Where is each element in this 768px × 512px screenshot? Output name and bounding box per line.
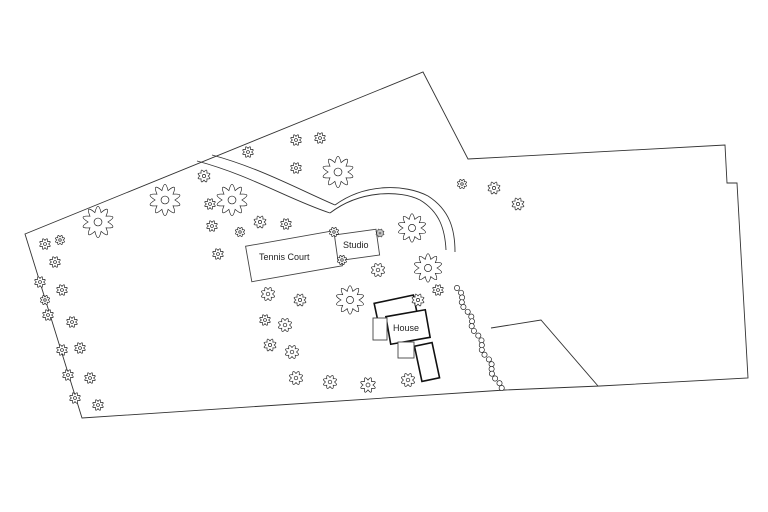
hedge-shrub	[458, 289, 464, 296]
hedge-shrub	[488, 361, 495, 368]
tree-icon	[285, 345, 299, 359]
tree-icon	[261, 287, 275, 301]
house-label: House	[393, 323, 419, 333]
tree-icon	[336, 285, 364, 315]
driveway-path-inner	[211, 154, 336, 206]
tree-icon	[62, 369, 74, 381]
drive-curve-inner	[334, 187, 456, 253]
tree-icon	[74, 342, 86, 354]
hedge-shrub	[460, 304, 467, 310]
tree-icon	[42, 309, 54, 321]
hedge-shrub	[498, 385, 505, 391]
hedge-shrub	[481, 351, 488, 358]
house-annex	[372, 317, 388, 341]
tennis-court-label: Tennis Court	[259, 252, 310, 262]
hedge-shrub	[459, 294, 466, 301]
tree-icon	[263, 338, 277, 352]
tree-icon	[401, 373, 415, 387]
tree-icon	[414, 253, 442, 283]
tree-icon	[69, 392, 81, 404]
tree-icon	[457, 179, 467, 189]
tree-icon	[40, 295, 50, 305]
tree-icon	[511, 197, 525, 211]
property-boundary	[24, 71, 749, 419]
hedge-shrub	[468, 313, 475, 320]
tree-icon	[149, 183, 181, 217]
hedge-shrub	[470, 327, 477, 334]
tree-icon	[49, 256, 61, 268]
hedge-shrub	[488, 370, 495, 377]
tree-icon	[197, 169, 211, 183]
tree-icon	[212, 248, 224, 260]
tree-icon	[290, 162, 302, 174]
tree-icon	[314, 132, 326, 144]
tree-icon	[92, 399, 104, 411]
tree-icon	[216, 183, 248, 217]
tree-icon	[259, 314, 271, 326]
hedge-shrub	[475, 332, 482, 339]
tree-icon	[329, 227, 339, 237]
tree-icon	[371, 263, 385, 277]
studio-label: Studio	[343, 240, 369, 250]
tree-icon	[235, 227, 245, 237]
tree-icon	[34, 276, 46, 288]
hedge-shrub	[485, 356, 492, 363]
tree-icon	[487, 181, 501, 195]
tree-icon	[293, 293, 307, 307]
hedge-shrub	[468, 323, 475, 330]
hedge-shrub	[469, 318, 475, 325]
tree-icon	[84, 372, 96, 384]
hedge-shrub	[478, 342, 485, 349]
house-terrace	[397, 341, 415, 359]
hedge-shrub	[464, 308, 471, 315]
tree-icon	[411, 293, 425, 307]
tree-icon	[206, 220, 218, 232]
hedge-row	[454, 285, 505, 391]
studio-building	[333, 228, 381, 262]
tree-icon	[39, 238, 51, 250]
tree-icon	[375, 228, 385, 238]
hedge-shrub	[478, 346, 485, 353]
drive-curve	[329, 193, 447, 251]
tree-icon	[56, 344, 68, 356]
tree-icon	[242, 146, 254, 158]
tree-icon	[290, 134, 302, 146]
house-main	[384, 308, 432, 346]
tree-icon	[360, 377, 376, 393]
tree-icon	[82, 205, 114, 239]
driveway-path	[196, 160, 331, 214]
parcel-line	[490, 319, 599, 387]
hedge-shrub	[454, 285, 460, 291]
tree-icon	[253, 215, 267, 229]
tree-icon	[204, 198, 216, 210]
tree-icon	[323, 375, 337, 389]
tree-icon	[289, 371, 303, 385]
tree-icon	[322, 155, 354, 189]
tree-icon	[55, 235, 65, 245]
tree-icon	[56, 284, 68, 296]
house-wing-south	[413, 341, 441, 383]
trees	[34, 132, 525, 411]
tree-icon	[66, 316, 78, 328]
tree-icon	[337, 255, 347, 265]
hedge-shrub	[492, 375, 499, 382]
tree-icon	[280, 218, 292, 230]
tree-icon	[432, 284, 444, 296]
tree-icon	[398, 213, 426, 243]
hedge-shrub	[496, 380, 503, 387]
tree-icon	[278, 318, 292, 332]
